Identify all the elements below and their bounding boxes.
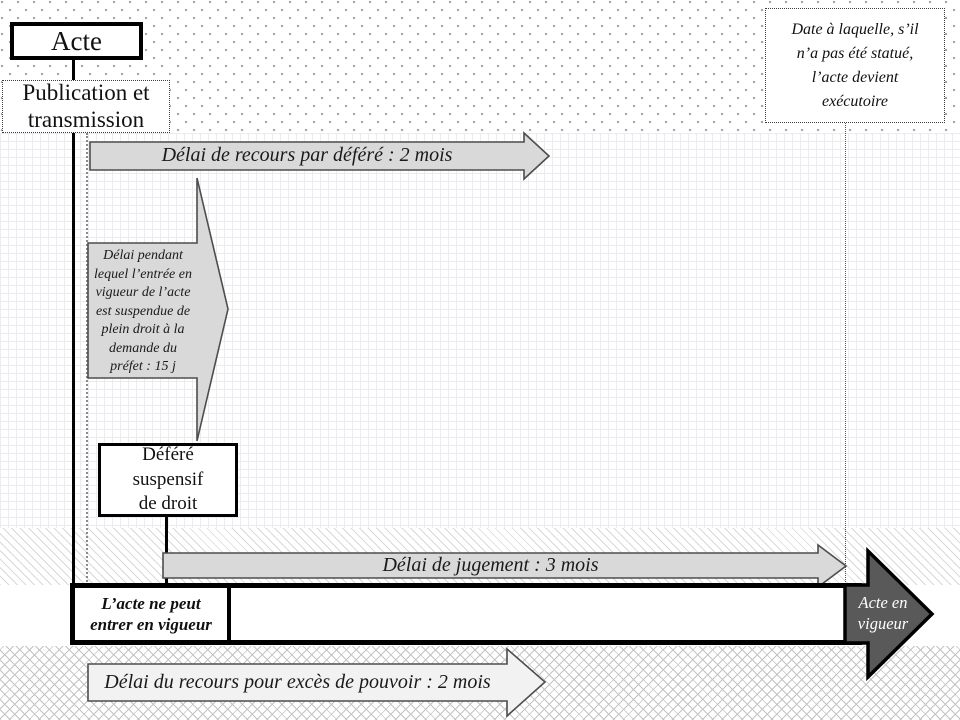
publication-transmission-box: Publication et transmission — [2, 80, 170, 133]
acte-box: Acte — [10, 22, 143, 60]
connector-publication-to-timeline — [86, 133, 88, 585]
arrow-recours-defere-label: Délai de recours par déféré : 2 mois — [161, 144, 453, 166]
acte-en-vigueur-label: Acte en vigueur — [857, 593, 909, 633]
connector-date-to-timeline — [845, 123, 846, 584]
connector-acte-to-timeline — [72, 60, 75, 585]
arrow-exces-pouvoir-label: Délai du recours pour excès de pouvoir :… — [104, 671, 491, 693]
arrow-jugement-label: Délai de jugement : 3 mois — [382, 554, 599, 576]
date-executoire-box: Date à laquelle, s’il n’a pas été statué… — [765, 8, 945, 123]
arrow-suspension-label: Délai pendant lequel l’entrée en vigueur… — [94, 248, 192, 375]
acte-ne-peut-cell: L’acte ne peut entrer en vigueur — [75, 588, 231, 640]
timeline-bar: L’acte ne peut entrer en vigueur — [70, 583, 862, 645]
defere-suspensif-box: Déféré suspensif de droit — [98, 443, 238, 517]
